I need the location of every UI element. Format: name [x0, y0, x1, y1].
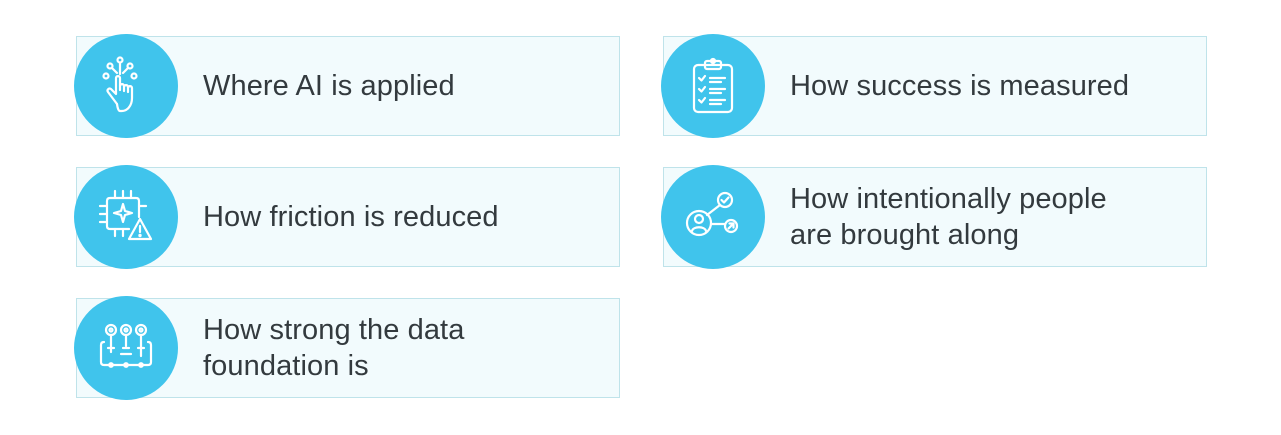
item-label: How friction is reduced — [203, 201, 499, 233]
data-circuit-icon — [99, 323, 153, 368]
item-card-where-ai-applied: Where AI is applied — [76, 36, 620, 136]
clipboard-checklist-icon — [692, 57, 734, 114]
item-label: How intentionally people are brought alo… — [790, 183, 1107, 251]
hand-touch-network-icon — [102, 56, 138, 113]
people-network-icon — [685, 191, 739, 237]
item-icon-circle — [74, 296, 178, 400]
item-icon-circle — [661, 165, 765, 269]
item-label: How success is measured — [790, 70, 1130, 102]
item-label: How strong the data foundation is — [203, 314, 465, 382]
item-icon-circle — [74, 34, 178, 138]
chip-warning-icon — [98, 189, 153, 241]
item-icon-circle — [661, 34, 765, 138]
item-label: Where AI is applied — [203, 70, 455, 102]
item-icon-circle — [74, 165, 178, 269]
